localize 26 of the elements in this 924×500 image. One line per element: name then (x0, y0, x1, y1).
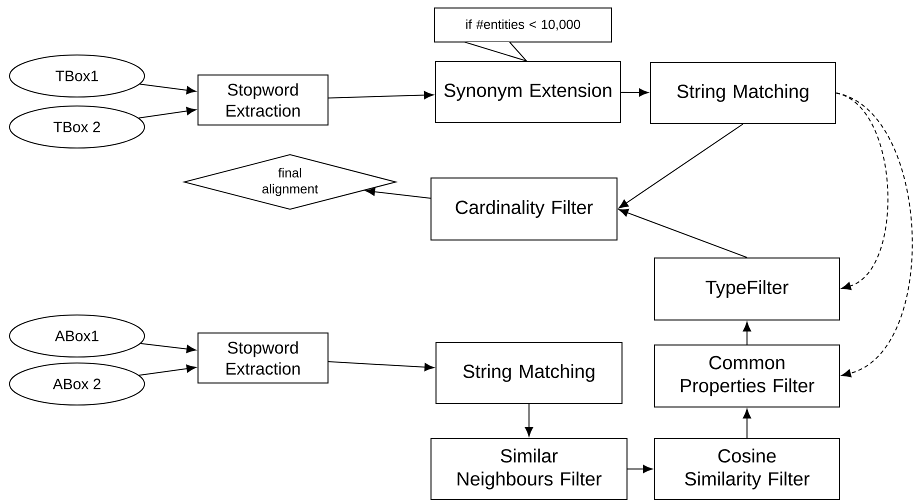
process-box: Cardinality Filter (430, 178, 618, 240)
process-box: Cosine Similarity Filter (654, 438, 840, 500)
process-box: Common Properties Filter (654, 344, 840, 408)
process-box: Stopword Extraction (198, 332, 328, 384)
arrow (627, 464, 653, 474)
callout-bubble: if #entities < 10,000 (434, 8, 612, 62)
arrow (836, 92, 913, 378)
arrow (620, 88, 649, 97)
arrow (618, 208, 748, 258)
process-box: String Matching (650, 62, 836, 124)
arrow (139, 84, 196, 94)
process-box: TypeFilter (654, 258, 840, 320)
arrow (140, 343, 196, 354)
arrow (524, 404, 534, 437)
process-box: Synonym Extension (435, 61, 621, 123)
arrow (138, 106, 196, 119)
process-box: Similar Neighbours Filter (430, 438, 628, 500)
arrow (618, 124, 744, 208)
arrow (742, 408, 752, 438)
process-box: Stopword Extraction (198, 74, 328, 126)
arrow (742, 322, 752, 345)
arrow (365, 188, 431, 199)
arrow (138, 364, 196, 376)
arrow (328, 361, 434, 372)
arrow (328, 91, 434, 100)
process-box: String Matching (436, 342, 622, 404)
